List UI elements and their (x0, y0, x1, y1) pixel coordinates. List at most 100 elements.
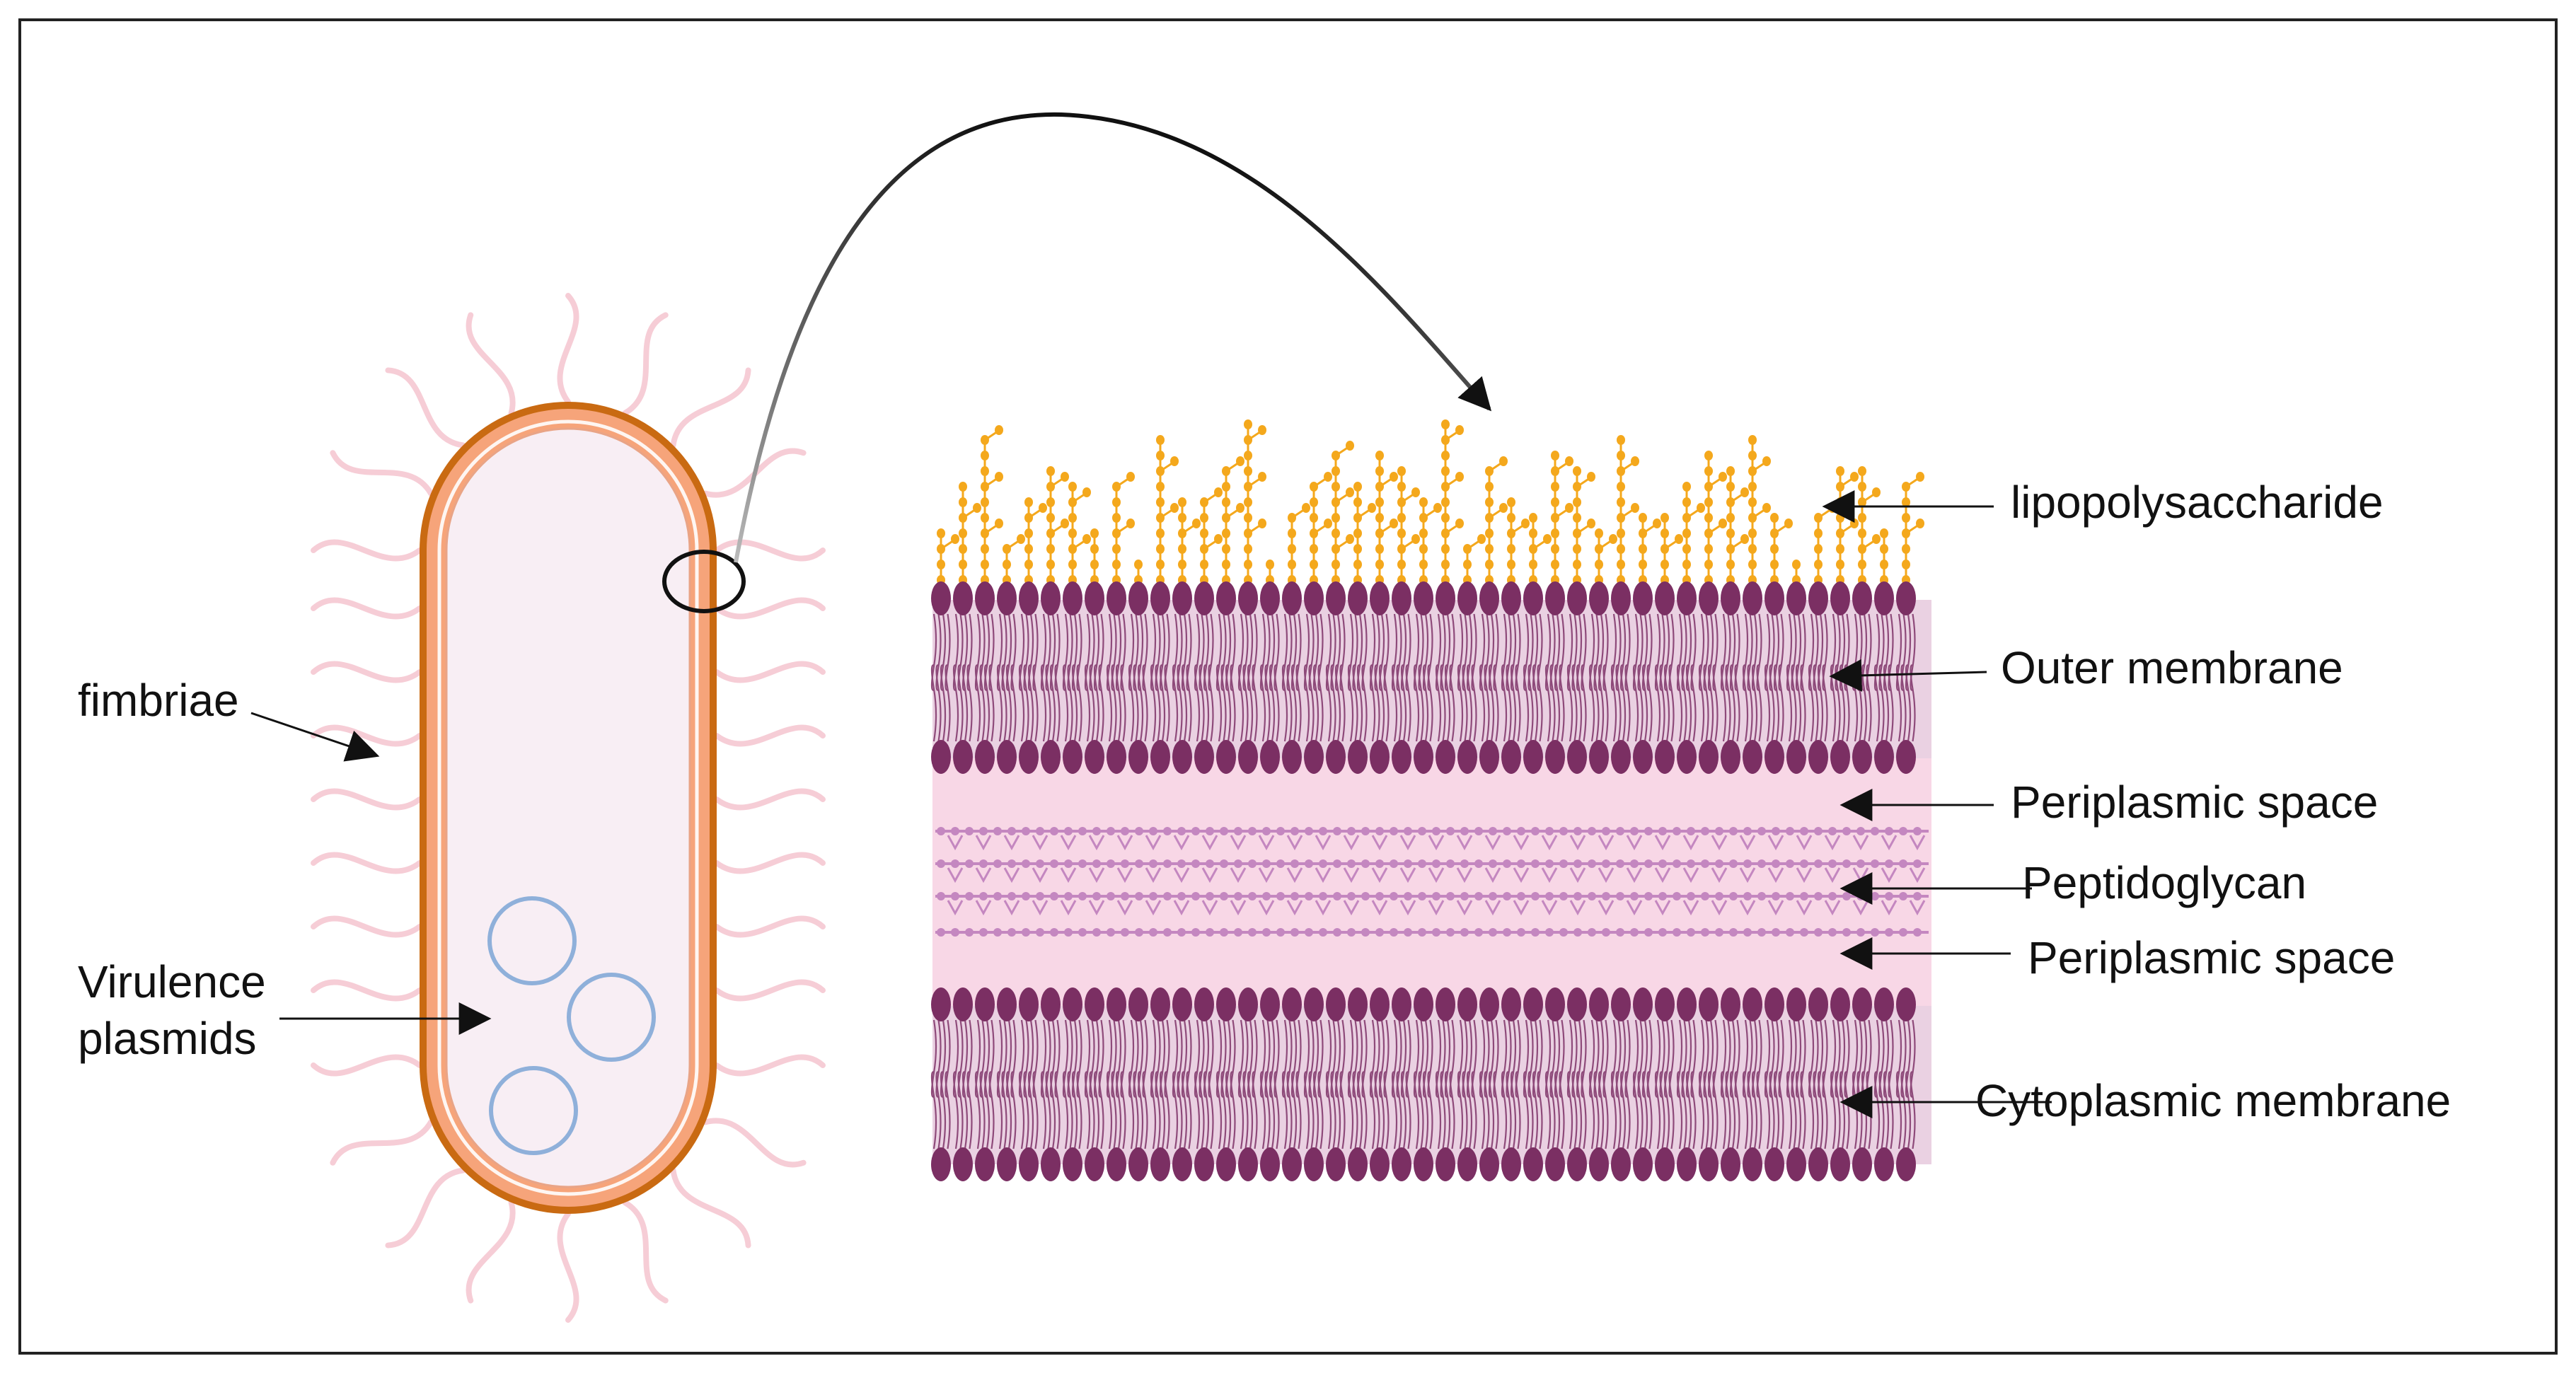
lipid-head (1611, 987, 1631, 1021)
lipid-tail (1400, 613, 1407, 691)
lipid-tail (1400, 1071, 1407, 1149)
lipid-tail (1115, 613, 1122, 691)
lipid-tail (1462, 613, 1468, 691)
lipid-tail (1822, 1019, 1828, 1098)
lipid-head (1260, 987, 1280, 1021)
lipid-tail (1566, 1019, 1573, 1098)
glycan-unit (1701, 827, 1709, 835)
lipid-tail (1137, 613, 1144, 691)
peptide-bridge (1315, 900, 1332, 916)
lipid-tail (1571, 664, 1578, 742)
fimbria (714, 661, 826, 683)
glycan-unit (1588, 859, 1596, 868)
glycan-unit (1305, 859, 1313, 868)
lipid-head (1852, 581, 1872, 615)
glycan-unit (1474, 859, 1483, 868)
lipid-tail (1729, 1019, 1736, 1098)
lipid-head (1085, 740, 1104, 774)
lipid-tail (1045, 664, 1051, 742)
side-chain-link (1511, 523, 1525, 535)
peptide-bridge (1088, 900, 1105, 916)
fimbria (311, 915, 422, 938)
lipid-tail (1186, 664, 1192, 742)
lipid-tail (974, 664, 981, 742)
lipid-tail (1400, 664, 1407, 742)
peptide-bridge (1682, 900, 1699, 916)
lipid-tail (1186, 1019, 1192, 1098)
lipid-tail (966, 1071, 973, 1149)
lipid-tail (1295, 1071, 1302, 1149)
glycan-unit (1276, 859, 1285, 868)
side-chain-link (1839, 523, 1854, 535)
lipid-tail (1598, 613, 1605, 691)
lipid-tail (1040, 1071, 1047, 1149)
peptide-bridge (1598, 900, 1615, 916)
peptide-bridge (1286, 867, 1303, 884)
glycan-unit (1064, 859, 1073, 868)
lipid-tail (1054, 664, 1061, 742)
glycan-unit (1446, 928, 1455, 937)
lipid-tail (930, 664, 937, 742)
lipid-head (1852, 987, 1872, 1021)
lipid-tail (1295, 613, 1302, 691)
lipid-tail (1089, 1019, 1095, 1098)
lipid-tail (1510, 613, 1517, 691)
lipid-tail (1707, 613, 1714, 691)
peptide-bridge (1682, 835, 1699, 851)
lipid-head (953, 740, 973, 774)
glycan-unit (1390, 928, 1398, 937)
lipid-tail (1378, 664, 1385, 742)
side-chain-link (1160, 461, 1174, 473)
glycan-unit (1885, 892, 1893, 900)
lipid-tail (1347, 664, 1354, 742)
lipid-tail (1791, 664, 1797, 742)
lipid-head (1655, 581, 1675, 615)
lipid-tail (1747, 664, 1753, 742)
periplasm-band (932, 758, 1931, 1013)
glycan-unit (937, 827, 945, 835)
glycan-unit (1828, 827, 1837, 835)
lipid-tail (1707, 1019, 1714, 1098)
lipid-tail (1549, 664, 1556, 742)
glycan-unit (1460, 827, 1469, 835)
lipid-head (931, 1147, 951, 1181)
lipid-tail (1484, 613, 1490, 691)
lipid-tail (1751, 664, 1758, 742)
lipid-tail (1093, 664, 1100, 742)
lipid-tail (1813, 1019, 1819, 1098)
lipid-tail (1861, 664, 1868, 742)
lipid-tail (1830, 1071, 1837, 1149)
glycan-unit (1644, 827, 1653, 835)
lipid-tail (1290, 1019, 1298, 1098)
peptide-bridge (1201, 835, 1218, 851)
lipid-tail (1378, 1019, 1385, 1098)
lipid-tail (1230, 1019, 1236, 1098)
lipid-tail (1010, 613, 1017, 691)
lipid-tail (1659, 613, 1665, 691)
peptide-bridge (1682, 867, 1699, 884)
peptide-bridge (1371, 867, 1388, 884)
fimbria (670, 367, 751, 448)
lipid-tail (1413, 1019, 1420, 1098)
lipid-head (1830, 581, 1850, 615)
lipid-tail (1142, 613, 1148, 691)
glycan-unit (1559, 859, 1568, 868)
lipid-tail (1725, 1071, 1731, 1149)
glycan-unit (993, 859, 1002, 868)
peptide-bridge (1201, 867, 1218, 884)
lipid-tail (1571, 1019, 1578, 1098)
lipid-tail (1286, 1019, 1293, 1098)
glycan-unit (1092, 827, 1101, 835)
zoom-circle (662, 550, 746, 613)
side-sugar (1740, 534, 1749, 544)
side-chain-link (940, 539, 954, 550)
glycan-unit (1616, 928, 1624, 937)
side-sugar (1346, 487, 1354, 497)
peptide-bridge (1513, 900, 1530, 916)
lipid-tail (1449, 1019, 1455, 1098)
lipid-tail (1208, 613, 1214, 691)
lipid-tail (1506, 664, 1512, 742)
peptide-bridge (1343, 867, 1360, 884)
side-chain-link (1006, 539, 1020, 550)
glycan-unit (1121, 827, 1129, 835)
